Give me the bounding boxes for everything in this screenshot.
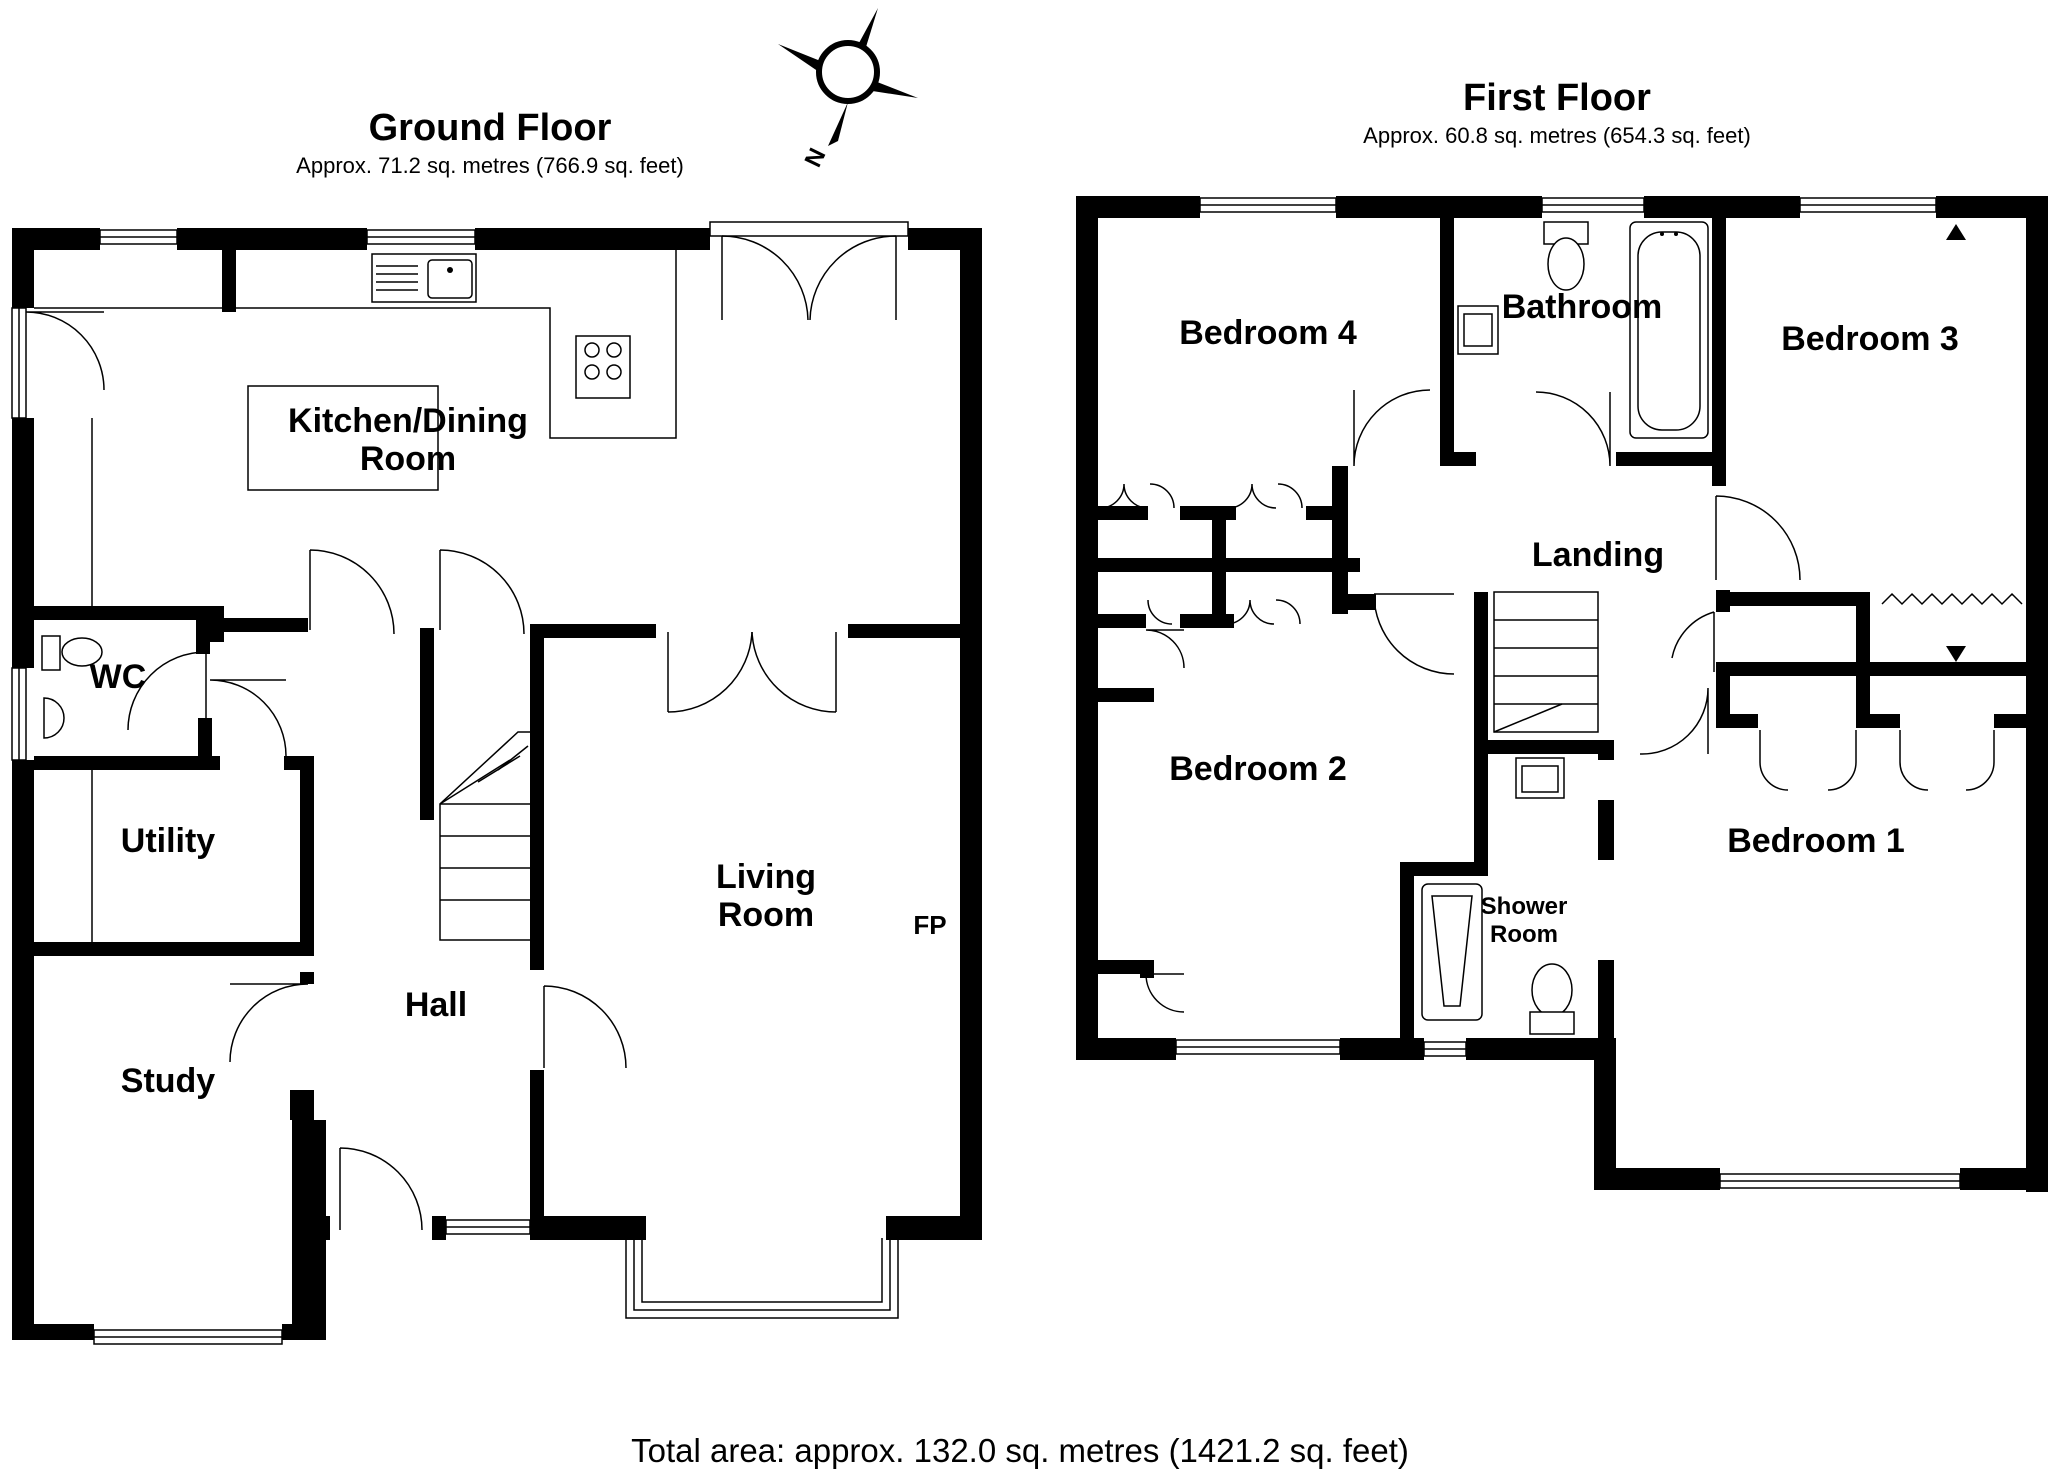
ground-floor-walls: [12, 228, 982, 1340]
total-area: Total area: approx. 132.0 sq. metres (14…: [631, 1432, 1409, 1469]
compass-icon: N: [778, 8, 918, 172]
first-floor-area: Approx. 60.8 sq. metres (654.3 sq. feet): [1363, 123, 1751, 148]
landing-label: Landing: [1532, 536, 1664, 574]
wc-label: WC: [90, 658, 147, 696]
hall-label: Hall: [405, 986, 467, 1024]
first-floor-title: First Floor: [1463, 77, 1651, 119]
utility-label: Utility: [121, 822, 216, 860]
shower-room-label-line1: Shower: [1481, 893, 1568, 920]
study-label: Study: [121, 1062, 216, 1100]
first-floor-windows: [1175, 197, 1961, 1189]
fireplace-label: FP: [913, 910, 946, 940]
first-floor-walls: [1076, 196, 2048, 1192]
kitchen-label-line2: Room: [360, 440, 456, 478]
bedroom4-label: Bedroom 4: [1179, 314, 1357, 352]
kitchen-fittings: [34, 250, 677, 942]
ground-floor-doors: [25, 235, 897, 1231]
first-floor-fittings: [1421, 221, 1709, 1035]
ground-floor-area: Approx. 71.2 sq. metres (766.9 sq. feet): [296, 153, 684, 178]
first-floor-doors: [1099, 224, 2023, 1013]
ground-floor-stairs: [439, 731, 539, 941]
kitchen-label-line1: Kitchen/Dining: [288, 402, 528, 440]
ground-floor-windows: [11, 221, 909, 1345]
shower-room-label-line2: Room: [1490, 921, 1558, 948]
bathroom-label: Bathroom: [1502, 288, 1663, 326]
living-label-line1: Living: [716, 858, 816, 896]
bedroom1-label: Bedroom 1: [1727, 822, 1905, 860]
bedroom2-label: Bedroom 2: [1169, 750, 1347, 788]
compass-label: N: [800, 144, 832, 171]
living-label-line2: Room: [718, 896, 814, 934]
ground-floor-title: Ground Floor: [369, 107, 612, 149]
bedroom3-label: Bedroom 3: [1781, 320, 1959, 358]
